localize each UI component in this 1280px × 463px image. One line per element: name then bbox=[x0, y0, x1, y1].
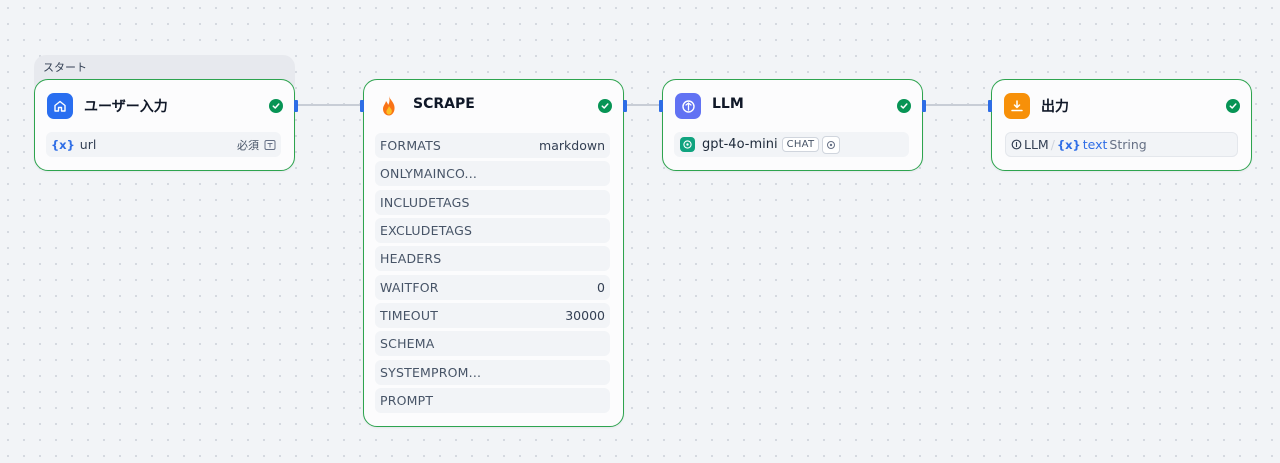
param-schema[interactable]: SCHEMA bbox=[375, 331, 610, 356]
required-label: 必須 bbox=[237, 138, 259, 152]
param-includetags[interactable]: INCLUDETAGS bbox=[375, 190, 610, 215]
start-node[interactable]: ユーザー入力 {x} url 必須 bbox=[34, 79, 298, 171]
ref-source: LLM bbox=[1024, 137, 1049, 152]
param-label: SCHEMA bbox=[380, 336, 435, 351]
ref-type: String bbox=[1109, 137, 1147, 152]
param-label: SYSTEMPROM... bbox=[380, 365, 482, 380]
param-label: EXCLUDETAGS bbox=[380, 223, 473, 238]
node-title: 出力 bbox=[1041, 99, 1069, 115]
node-header: SCRAPE bbox=[364, 80, 623, 132]
success-check-icon bbox=[598, 99, 612, 113]
node-header: LLM bbox=[663, 80, 922, 132]
llm-node[interactable]: LLM gpt-4o-mini CHAT bbox=[659, 79, 926, 171]
param-label: PROMPT bbox=[380, 393, 434, 408]
output-handle[interactable] bbox=[922, 100, 926, 112]
param-timeout[interactable]: TIMEOUT 30000 bbox=[375, 303, 610, 328]
param-label: INCLUDETAGS bbox=[380, 195, 470, 210]
model-settings-icon[interactable] bbox=[822, 135, 841, 154]
output-node[interactable]: 出力 LLM / {x} text String bbox=[988, 79, 1252, 171]
success-check-icon bbox=[897, 99, 911, 113]
input-handle[interactable] bbox=[659, 100, 663, 112]
param-label: WAITFOR bbox=[380, 280, 439, 295]
param-onlymaincontent[interactable]: ONLYMAINCO... bbox=[375, 161, 610, 186]
scrape-node[interactable]: SCRAPE FORMATS markdown ONLYMAINCO... IN… bbox=[360, 79, 627, 427]
ref-separator: / bbox=[1050, 137, 1055, 152]
input-handle[interactable] bbox=[360, 100, 364, 112]
output-handle[interactable] bbox=[294, 100, 298, 112]
param-label: ONLYMAINCO... bbox=[380, 166, 478, 181]
param-label: HEADERS bbox=[380, 251, 442, 266]
variable-name: url bbox=[79, 137, 97, 152]
node-header: ユーザー入力 bbox=[35, 80, 294, 132]
param-label: TIMEOUT bbox=[380, 308, 439, 323]
variable-icon: {x} bbox=[1056, 137, 1081, 152]
node-title: SCRAPE bbox=[413, 96, 475, 112]
success-check-icon bbox=[1226, 99, 1240, 113]
node-title: LLM bbox=[712, 96, 744, 112]
input-variable-row[interactable]: {x} url 必須 bbox=[46, 132, 281, 157]
node-title: ユーザー入力 bbox=[84, 99, 168, 115]
ref-variable: text bbox=[1082, 137, 1108, 152]
openai-icon bbox=[680, 137, 695, 152]
param-prompt[interactable]: PROMPT bbox=[375, 388, 610, 413]
param-value: 30000 bbox=[565, 308, 605, 323]
param-label: FORMATS bbox=[380, 138, 442, 153]
param-waitfor[interactable]: WAITFOR 0 bbox=[375, 275, 610, 300]
param-value: markdown bbox=[539, 138, 605, 153]
model-mode-badge: CHAT bbox=[781, 137, 820, 152]
home-icon bbox=[47, 93, 73, 119]
param-excludetags[interactable]: EXCLUDETAGS bbox=[375, 218, 610, 243]
param-formats[interactable]: FORMATS markdown bbox=[375, 133, 610, 158]
text-input-icon bbox=[264, 139, 276, 151]
llm-source-icon bbox=[1011, 139, 1022, 150]
output-variable-ref[interactable]: LLM / {x} text String bbox=[1005, 132, 1238, 157]
model-selector[interactable]: gpt-4o-mini CHAT bbox=[674, 132, 909, 157]
llm-icon bbox=[675, 93, 701, 119]
fire-icon bbox=[376, 93, 402, 119]
input-handle[interactable] bbox=[988, 100, 992, 112]
param-headers[interactable]: HEADERS bbox=[375, 246, 610, 271]
node-header: 出力 bbox=[992, 80, 1251, 132]
param-value: 0 bbox=[597, 280, 605, 295]
output-handle[interactable] bbox=[623, 100, 627, 112]
variable-icon: {x} bbox=[51, 137, 75, 152]
param-systemprompt[interactable]: SYSTEMPROM... bbox=[375, 360, 610, 385]
model-name: gpt-4o-mini bbox=[702, 137, 778, 152]
output-icon bbox=[1004, 93, 1030, 119]
start-group-text: スタート bbox=[43, 61, 87, 74]
success-check-icon bbox=[269, 99, 283, 113]
